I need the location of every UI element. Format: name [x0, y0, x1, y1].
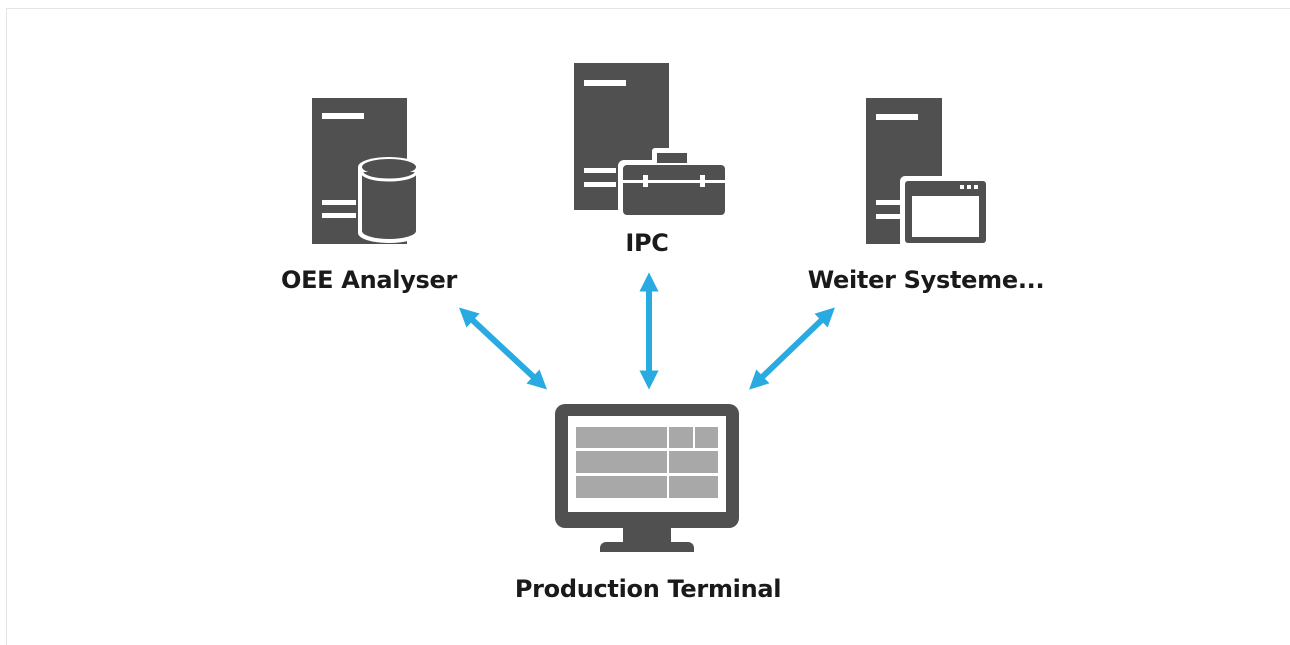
other-systems-label: Weiter Systeme... — [807, 266, 1045, 294]
server-database-icon — [312, 98, 420, 244]
oee-analyser-label: OEE Analyser — [280, 266, 458, 294]
monitor-icon — [555, 404, 739, 552]
production-terminal-label: Production Terminal — [514, 575, 782, 603]
server-window-icon — [866, 98, 991, 248]
ipc-label: IPC — [625, 229, 669, 257]
server-toolbox-icon — [574, 63, 730, 220]
arrow-systems-terminal — [749, 307, 835, 390]
arrow-oee-terminal — [458, 307, 548, 390]
diagram-frame — [6, 8, 1290, 645]
